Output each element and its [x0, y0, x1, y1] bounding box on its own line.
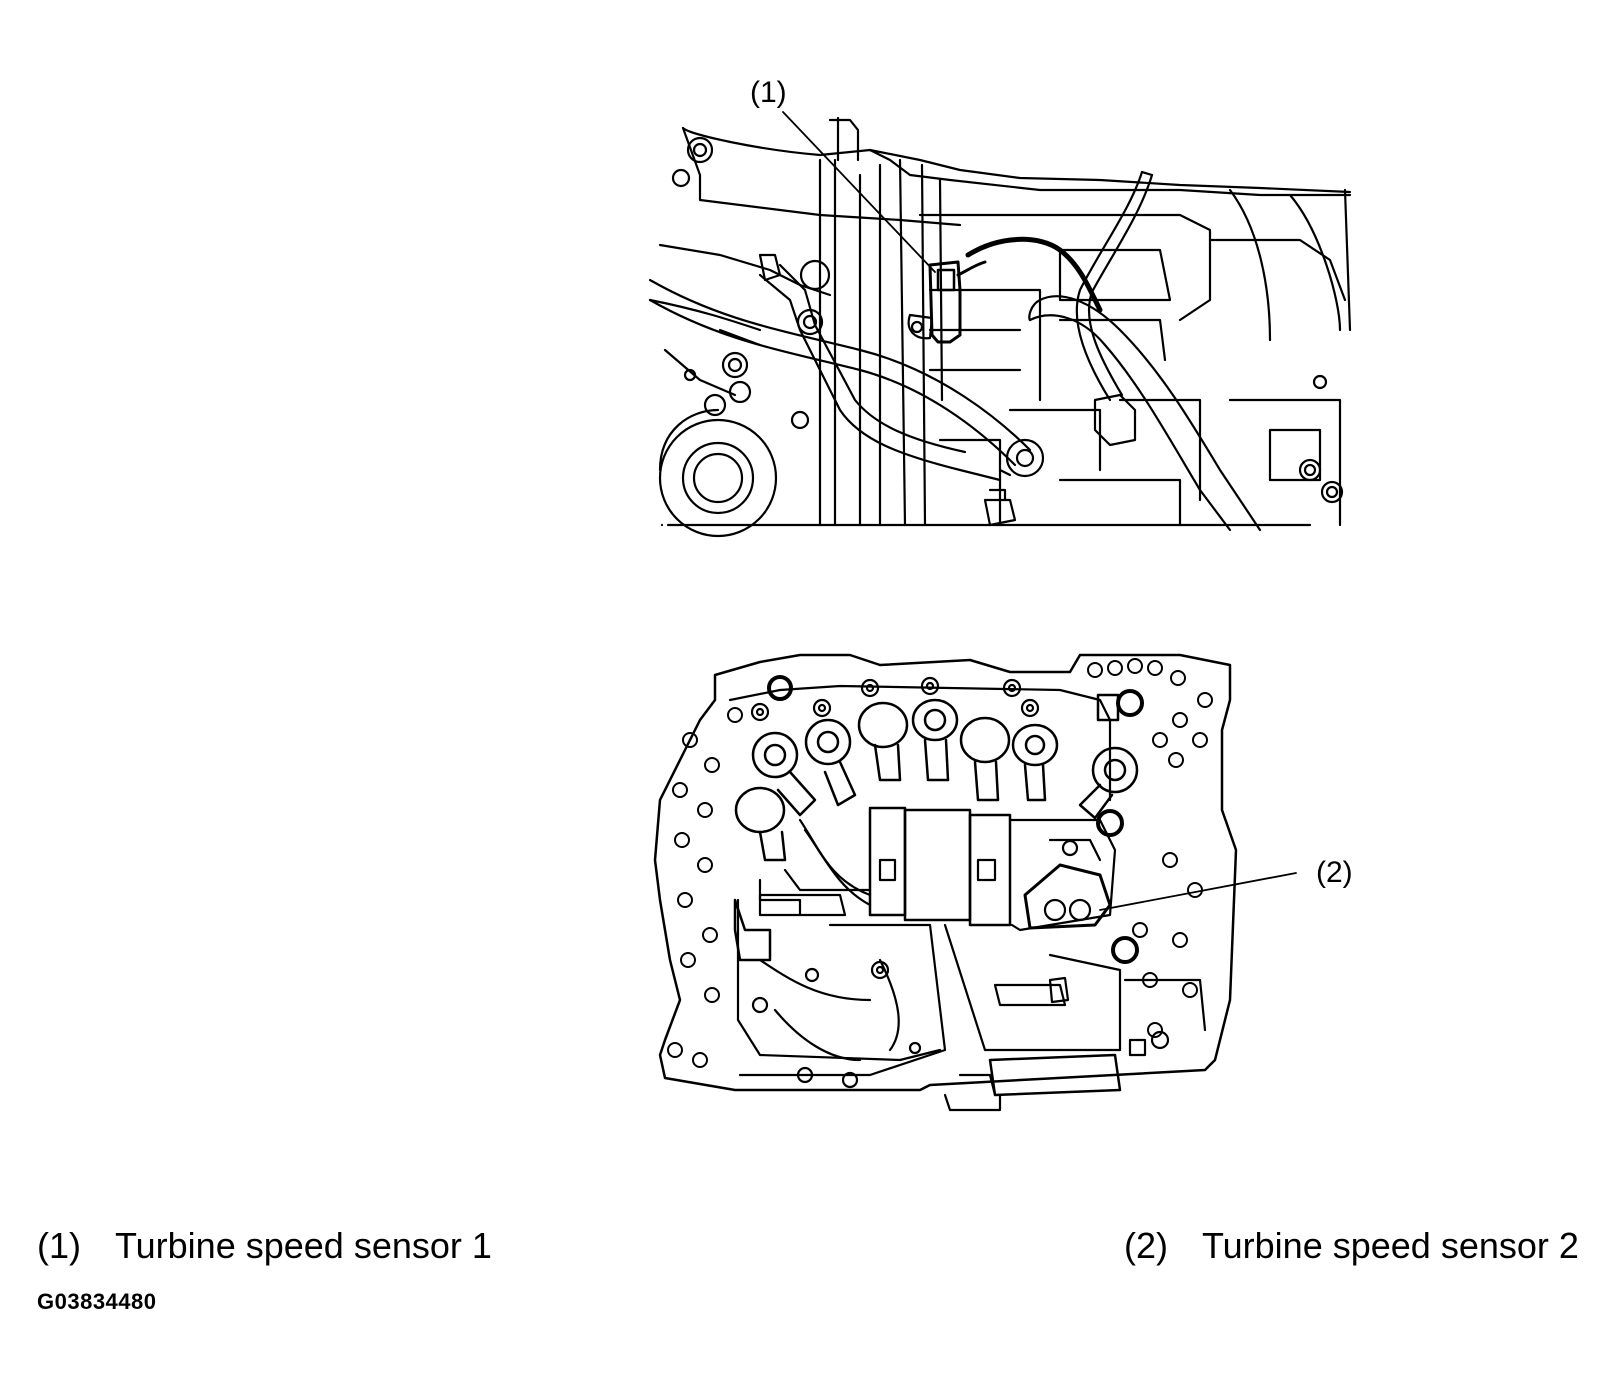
callout-1-leader	[782, 111, 936, 273]
legend-item-1: (1) Turbine speed sensor 1	[37, 1228, 492, 1264]
figure-id: G03834480	[37, 1289, 157, 1314]
callout-2-leader	[1099, 872, 1297, 911]
legend-text-2: Turbine speed sensor 2	[1202, 1225, 1579, 1266]
callout-1-label: (1)	[750, 76, 787, 109]
control-valve-body-illustration	[653, 653, 1238, 1112]
legend-number-2: (2)	[1124, 1225, 1168, 1266]
legend-item-2: (2) Turbine speed sensor 2	[1124, 1228, 1579, 1264]
callout-2-label: (2)	[1316, 856, 1353, 889]
legend-text-1: Turbine speed sensor 1	[115, 1225, 492, 1266]
transmission-case-illustration	[648, 116, 1352, 538]
legend-number-1: (1)	[37, 1225, 81, 1266]
